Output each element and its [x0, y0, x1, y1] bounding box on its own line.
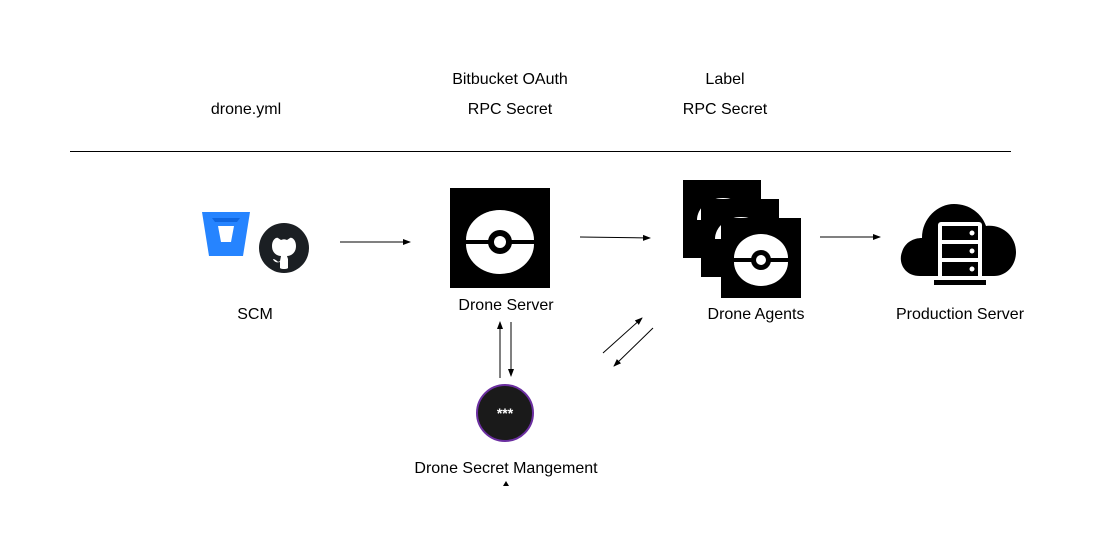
secret-badge-text: *** [496, 405, 514, 421]
drone-logo-stack-icon [683, 180, 801, 298]
agents-label: Drone Agents [707, 306, 805, 323]
server-secret-label: RPC Secret [467, 101, 553, 118]
agents-label-label: Label [705, 71, 745, 88]
bitbucket-icon [202, 212, 250, 256]
header-divider [70, 151, 1011, 152]
production-label: Production Server [895, 306, 1025, 323]
cloud-server-icon [900, 204, 1016, 285]
arrow-server-to-agents [579, 234, 651, 241]
arrow-from-agents-diagonal [613, 327, 654, 367]
arrow-to-agents-diagonal [602, 317, 643, 354]
scm-label: SCM [237, 306, 273, 323]
server-label: Drone Server [458, 297, 554, 314]
github-icon [259, 223, 309, 273]
agents-secret-label: RPC Secret [682, 101, 768, 118]
scm-config-label: drone.yml [210, 101, 282, 118]
secret-badge: *** [476, 384, 534, 442]
small-marker [503, 481, 509, 486]
server-oauth-label: Bitbucket OAuth [452, 71, 568, 88]
secrets-label: Drone Secret Mangement [414, 460, 598, 477]
drone-logo-icon [450, 188, 550, 288]
